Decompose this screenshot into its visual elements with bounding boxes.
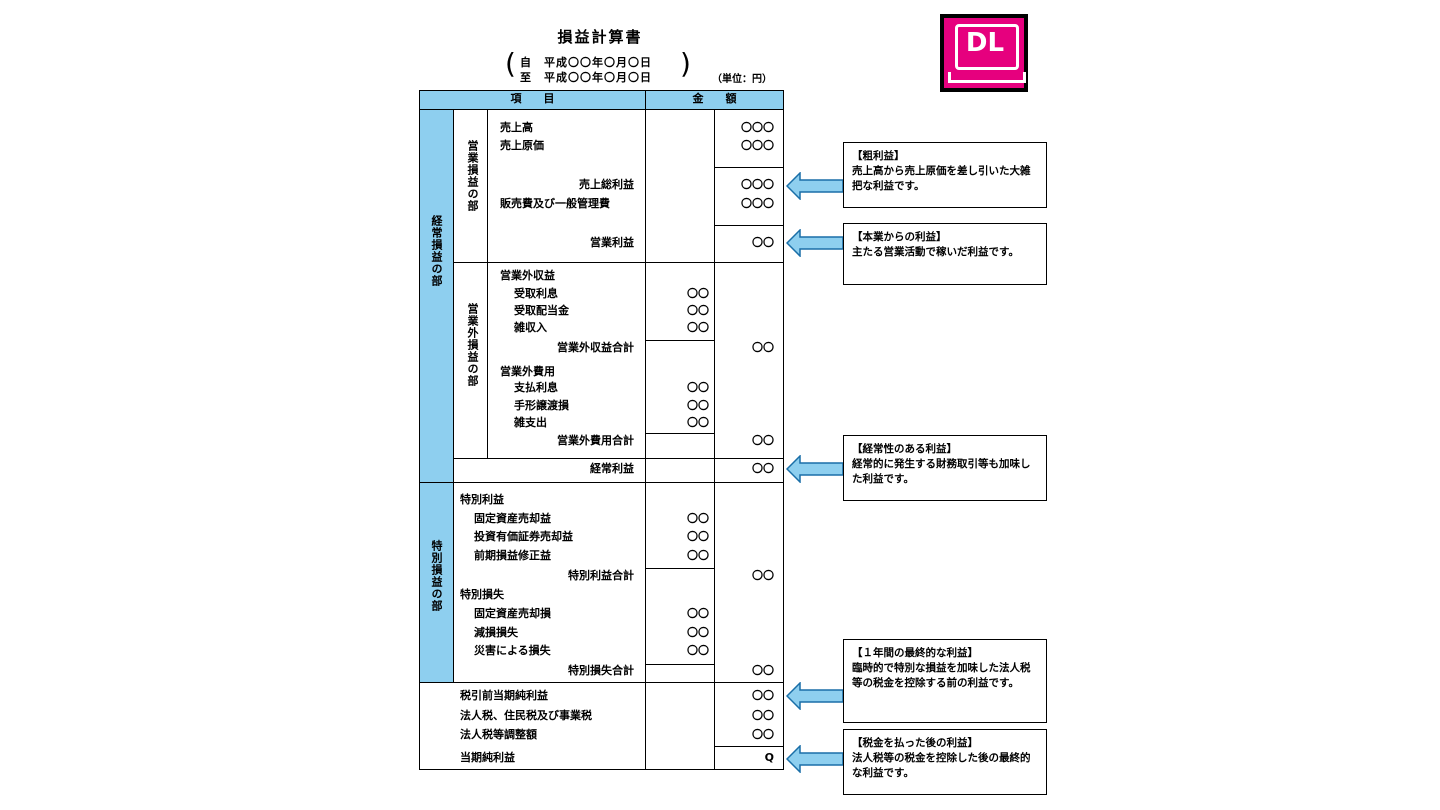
row-nonop-expense-head: 営業外費用 xyxy=(500,365,555,378)
note-body: 経常的に発生する財務取引等も加味した利益です。 xyxy=(852,458,1031,485)
row-pretax-label: 税引前当期純利益 xyxy=(460,689,548,702)
row-securities-gain-value: 〇〇 xyxy=(687,530,709,543)
laptop-base-icon xyxy=(948,72,1026,83)
row-interest-received-label: 受取利息 xyxy=(514,287,558,300)
note-pretax-income: 【１年間の最終的な利益】 臨時的で特別な損益を加味した法人税等の税金を控除する前… xyxy=(843,639,1047,723)
row-gross-profit-value: 〇〇〇 xyxy=(741,178,774,191)
row-taxes-label: 法人税、住民税及び事業税 xyxy=(460,709,592,722)
note-title: 【１年間の最終的な利益】 xyxy=(852,647,978,659)
period-from: 自 平成〇〇年〇月〇日 xyxy=(520,56,652,69)
row-ordinary-income-value: 〇〇 xyxy=(752,462,774,475)
row-special-loss-total-value: 〇〇 xyxy=(752,664,774,677)
row-securities-gain-label: 投資有価証券売却益 xyxy=(474,530,573,543)
row-prior-adj-label: 前期損益修正益 xyxy=(474,549,551,562)
row-cogs-label: 売上原価 xyxy=(500,139,544,152)
row-dividends-label: 受取配当金 xyxy=(514,304,569,317)
row-disaster-loss-value: 〇〇 xyxy=(687,644,709,657)
row-special-loss-total-label: 特別損失合計 xyxy=(568,664,634,677)
row-prior-adj-value: 〇〇 xyxy=(687,549,709,562)
note-body: 主たる営業活動で稼いだ利益です。 xyxy=(852,246,1019,258)
arrow-left-icon xyxy=(786,682,844,710)
row-fixed-asset-gain-label: 固定資産売却益 xyxy=(474,512,551,525)
note-title: 【本業からの利益】 xyxy=(852,231,947,243)
row-misc-income-label: 雑収入 xyxy=(514,321,547,334)
note-title: 【税金を払った後の利益】 xyxy=(852,737,978,749)
section-ordinary-label: 経常損益の部 xyxy=(430,215,443,287)
section-operating-label: 営業損益の部 xyxy=(466,140,479,212)
section-non-operating-label: 営業外損益の部 xyxy=(466,303,479,387)
row-ordinary-income-label: 経常利益 xyxy=(590,462,634,475)
row-net-income-value: Q xyxy=(764,751,774,764)
note-title: 【経常性のある利益】 xyxy=(852,443,957,455)
special-section-fill xyxy=(419,482,453,682)
row-impairment-label: 減損損失 xyxy=(474,626,518,639)
row-fixed-asset-loss-label: 固定資産売却損 xyxy=(474,607,551,620)
row-tax-adj-label: 法人税等調整額 xyxy=(460,728,537,741)
row-cogs-value: 〇〇〇 xyxy=(741,139,774,152)
note-gross-profit: 【粗利益】 売上高から売上原価を差し引いた大雑把な利益です。 xyxy=(843,142,1047,208)
row-sales-label: 売上高 xyxy=(500,121,533,134)
row-pretax-value: 〇〇 xyxy=(752,689,774,702)
row-nonop-expense-total-label: 営業外費用合計 xyxy=(557,434,634,447)
document-title: 損益計算書 xyxy=(557,28,643,46)
row-taxes-value: 〇〇 xyxy=(752,709,774,722)
row-fixed-asset-gain-value: 〇〇 xyxy=(687,512,709,525)
column-header-amount: 金 額 xyxy=(692,92,737,105)
row-gross-profit-label: 売上総利益 xyxy=(579,178,634,191)
row-net-income-label: 当期純利益 xyxy=(460,751,515,764)
row-bill-discount-label: 手形譲渡損 xyxy=(514,399,569,412)
row-interest-paid-label: 支払利息 xyxy=(514,381,558,394)
row-special-gain-total-label: 特別利益合計 xyxy=(568,569,634,582)
row-nonop-income-total-label: 営業外収益合計 xyxy=(557,341,634,354)
row-nonop-income-head: 営業外収益 xyxy=(500,269,555,282)
header-item-cell xyxy=(419,90,646,109)
row-special-gain-head: 特別利益 xyxy=(460,493,504,506)
row-nonop-expense-total-value: 〇〇 xyxy=(752,434,774,447)
arrow-left-icon xyxy=(786,745,844,773)
ordinary-section-fill xyxy=(419,109,453,482)
row-operating-income-value: 〇〇 xyxy=(752,236,774,249)
note-ordinary-income: 【経常性のある利益】 経常的に発生する財務取引等も加味した利益です。 xyxy=(843,435,1047,501)
period-close-paren: ) xyxy=(680,47,691,80)
note-title: 【粗利益】 xyxy=(852,150,905,162)
arrow-left-icon xyxy=(786,229,844,257)
row-operating-income-label: 営業利益 xyxy=(590,236,634,249)
row-sales-value: 〇〇〇 xyxy=(741,121,774,134)
laptop-icon xyxy=(955,24,1019,70)
section-special-label: 特別損益の部 xyxy=(430,540,443,612)
download-label: DL xyxy=(965,28,1005,58)
row-fixed-asset-loss-value: 〇〇 xyxy=(687,607,709,620)
note-net-income: 【税金を払った後の利益】 法人税等の税金を控除した後の最終的な利益です。 xyxy=(843,729,1047,795)
arrow-left-icon xyxy=(786,455,844,483)
column-header-item: 項 目 xyxy=(510,92,555,105)
arrow-left-icon xyxy=(786,172,844,200)
row-impairment-value: 〇〇 xyxy=(687,626,709,639)
row-misc-income-value: 〇〇 xyxy=(687,321,709,334)
note-operating-income: 【本業からの利益】 主たる営業活動で稼いだ利益です。 xyxy=(843,223,1047,285)
row-special-loss-head: 特別損失 xyxy=(460,588,504,601)
row-special-gain-total-value: 〇〇 xyxy=(752,569,774,582)
note-body: 法人税等の税金を控除した後の最終的な利益です。 xyxy=(852,752,1031,779)
row-misc-expense-value: 〇〇 xyxy=(687,416,709,429)
header-amount-cell xyxy=(646,90,783,109)
period-open-paren: ( xyxy=(505,47,516,80)
row-interest-paid-value: 〇〇 xyxy=(687,381,709,394)
row-bill-discount-value: 〇〇 xyxy=(687,399,709,412)
note-body: 臨時的で特別な損益を加味した法人税等の税金を控除する前の利益です。 xyxy=(852,662,1031,689)
row-sga-value: 〇〇〇 xyxy=(741,197,774,210)
period-to: 至 平成〇〇年〇月〇日 xyxy=(520,71,652,84)
row-sga-label: 販売費及び一般管理費 xyxy=(500,197,610,210)
row-disaster-loss-label: 災害による損失 xyxy=(474,644,551,657)
unit-label: （単位：円） xyxy=(712,74,772,85)
row-nonop-income-total-value: 〇〇 xyxy=(752,341,774,354)
row-dividends-value: 〇〇 xyxy=(687,304,709,317)
row-interest-received-value: 〇〇 xyxy=(687,287,709,300)
note-body: 売上高から売上原価を差し引いた大雑把な利益です。 xyxy=(852,165,1031,192)
row-misc-expense-label: 雑支出 xyxy=(514,416,547,429)
row-tax-adj-value: 〇〇 xyxy=(752,728,774,741)
